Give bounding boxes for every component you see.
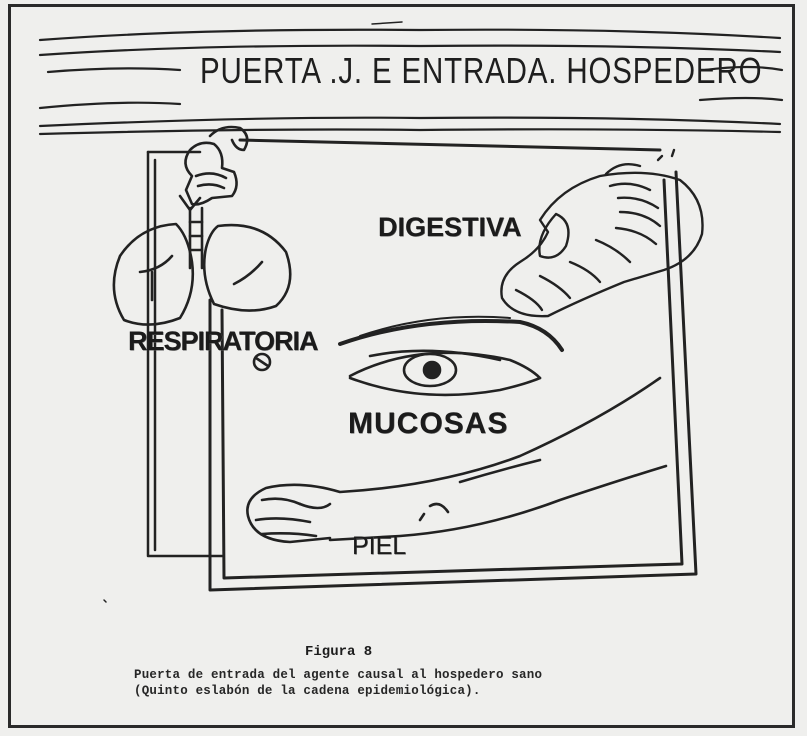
front-frame (210, 140, 696, 590)
label-piel: PIEL (352, 532, 406, 561)
banner-title: PUERTA .J. E ENTRADA. HOSPEDERO (200, 50, 610, 100)
caption-line-2: (Quinto eslabón de la cadena epidemiológ… (134, 684, 481, 698)
eye-drawing (340, 317, 562, 395)
label-respiratoria: RESPIRATORIA (128, 326, 318, 357)
digestive-drawing (501, 150, 702, 316)
figure-number: Figura 8 (305, 644, 372, 660)
caption-line-1: Puerta de entrada del agente causal al h… (134, 668, 542, 682)
arm-drawing (247, 378, 666, 542)
label-mucosas: MUCOSAS (348, 407, 508, 441)
label-digestiva: DIGESTIVA (378, 212, 522, 243)
